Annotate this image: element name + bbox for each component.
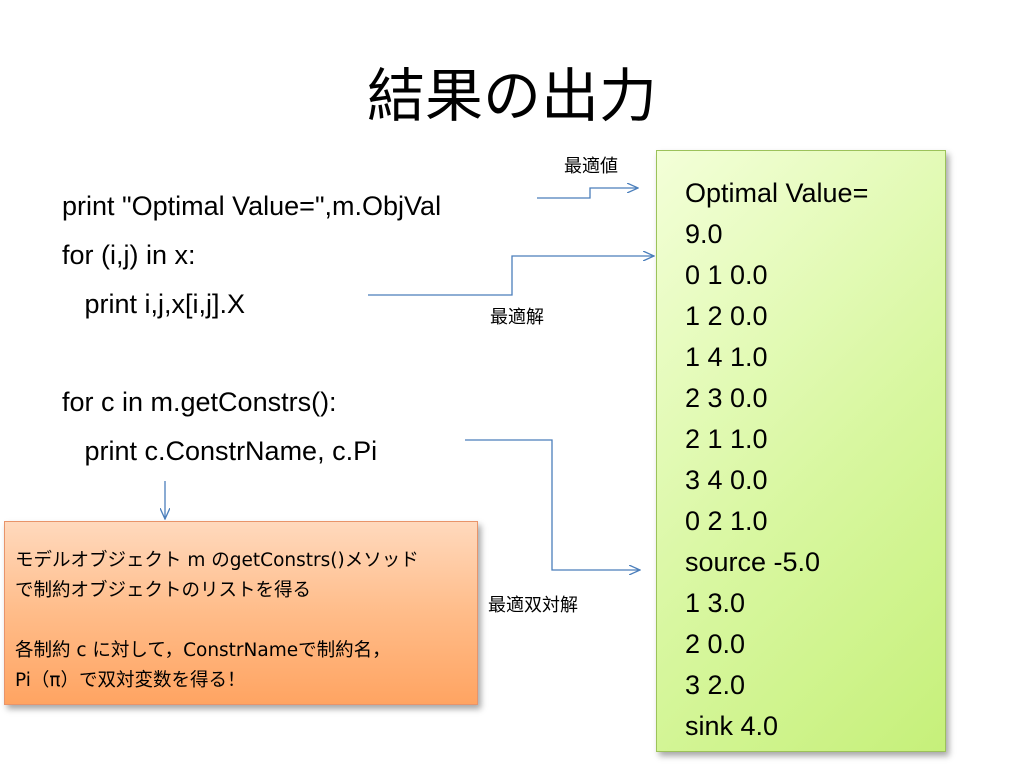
output-line: 2 1 1.0	[685, 424, 768, 454]
note-line-1: モデルオブジェクト m のgetConstrs()メソッド	[15, 550, 419, 571]
annotation-optimal-dual: 最適双対解	[488, 595, 578, 616]
arrow-dual	[465, 439, 640, 570]
output-line: Optimal Value=	[685, 178, 869, 208]
code-line-print-pi: print c.ConstrName, c.Pi	[62, 436, 378, 466]
note-line-4: Pi（π）で双対変数を得る！	[15, 670, 246, 691]
output-line: 3 4 0.0	[685, 465, 768, 495]
code-line-for-constrs: for c in m.getConstrs():	[62, 387, 337, 417]
note-box: モデルオブジェクト m のgetConstrs()メソッド で制約オブジェクトの…	[4, 521, 478, 705]
arrow-objective	[537, 188, 638, 199]
output-line: 9.0	[685, 219, 723, 249]
output-line: 0 2 1.0	[685, 506, 768, 536]
output-line: 2 3 0.0	[685, 383, 768, 413]
output-line: source -5.0	[685, 547, 821, 577]
output-box: Optimal Value= 9.0 0 1 0.0 1 2 0.0 1 4 1…	[656, 150, 946, 752]
output-line: 3 2.0	[685, 670, 746, 700]
output-line: 1 2 0.0	[685, 301, 768, 331]
code-line-for-x: for (i,j) in x:	[62, 240, 196, 270]
note-line-2: で制約オブジェクトのリストを得る	[15, 580, 312, 601]
output-line: sink 4.0	[685, 711, 779, 741]
annotation-objective-value: 最適値	[564, 156, 618, 177]
output-line: 1 3.0	[685, 588, 746, 618]
output-line: 2 0.0	[685, 629, 746, 659]
annotation-optimal-solution: 最適解	[490, 307, 544, 328]
output-line: 0 1 0.0	[685, 260, 768, 290]
note-line-3: 各制約 c に対して，ConstrNameで制約名，	[15, 640, 391, 661]
arrow-solution	[368, 256, 654, 296]
code-line-print-x: print i,j,x[i,j].X	[62, 289, 246, 319]
slide-title: 結果の出力	[366, 62, 657, 130]
code-line-print-objval: print "Optimal Value=",m.ObjVal	[62, 191, 442, 221]
note-spacer	[15, 606, 469, 636]
output-line: 1 4 1.0	[685, 342, 768, 372]
